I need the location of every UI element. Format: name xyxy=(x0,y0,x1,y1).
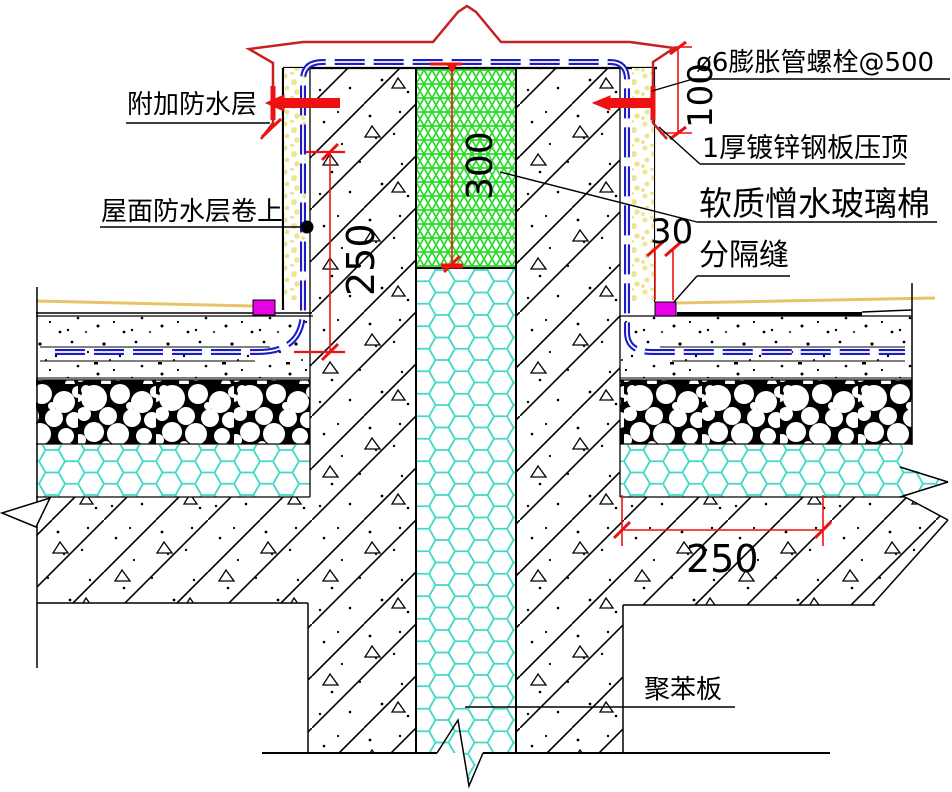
right-roof-buildup xyxy=(620,296,949,498)
left-roof-buildup xyxy=(35,299,313,498)
left-joint-sealant xyxy=(252,299,276,316)
gravel-layer xyxy=(36,380,310,444)
glass-wool-fill xyxy=(417,69,516,268)
dim-parapet-membrane-height: 250 xyxy=(339,223,383,296)
dimension-lines xyxy=(260,40,833,546)
dim-coping-height: 100 xyxy=(681,63,721,128)
insulation-break-tip xyxy=(903,466,948,497)
surface-finish-yellow xyxy=(676,296,936,305)
polystyrene-break xyxy=(440,722,481,783)
polystyrene-fill xyxy=(417,268,516,753)
dim-glass-wool-depth: 300 xyxy=(460,131,501,200)
steel-coping-outline xyxy=(245,4,678,140)
label-polystyrene-board: 聚苯板 xyxy=(644,675,722,705)
dim-support-width: 250 xyxy=(686,537,759,581)
waterproof-membrane xyxy=(55,59,905,355)
membrane-reference-dot xyxy=(300,220,314,234)
annotations: 附加防水层 屋面防水层卷上 ø6膨胀管螺栓@500 1厚镀锌钢板压顶 软质憎水玻… xyxy=(101,48,934,705)
left-parapet-slab-wall-hatch xyxy=(37,68,416,753)
right-parapet-slab-wall-hatch xyxy=(516,68,948,753)
expansion-bolts xyxy=(264,86,656,120)
label-expansion-bolt: ø6膨胀管螺栓@500 xyxy=(696,48,934,78)
insulation-hex-layer xyxy=(620,445,903,497)
left-break-arrow xyxy=(0,496,52,528)
label-dividing-joint: 分隔缝 xyxy=(699,238,789,273)
label-roof-membrane-rolled-up: 屋面防水层卷上 xyxy=(101,197,283,227)
label-additional-membrane: 附加防水层 xyxy=(127,90,257,120)
gravel-layer xyxy=(620,380,912,444)
right-joint-sealant xyxy=(654,301,677,317)
right-face-insulation-board xyxy=(632,68,654,302)
leader-lines xyxy=(100,78,950,708)
insulation-hex-layer xyxy=(36,445,310,497)
label-glass-wool: 软质憎水玻璃棉 xyxy=(699,184,930,223)
surface-finish-yellow xyxy=(35,299,254,308)
concrete-structure xyxy=(37,68,948,753)
label-steel-coping: 1厚镀锌钢板压顶 xyxy=(702,133,908,164)
expansion-joint-core xyxy=(415,68,517,789)
dim-joint-width: 30 xyxy=(650,212,693,252)
